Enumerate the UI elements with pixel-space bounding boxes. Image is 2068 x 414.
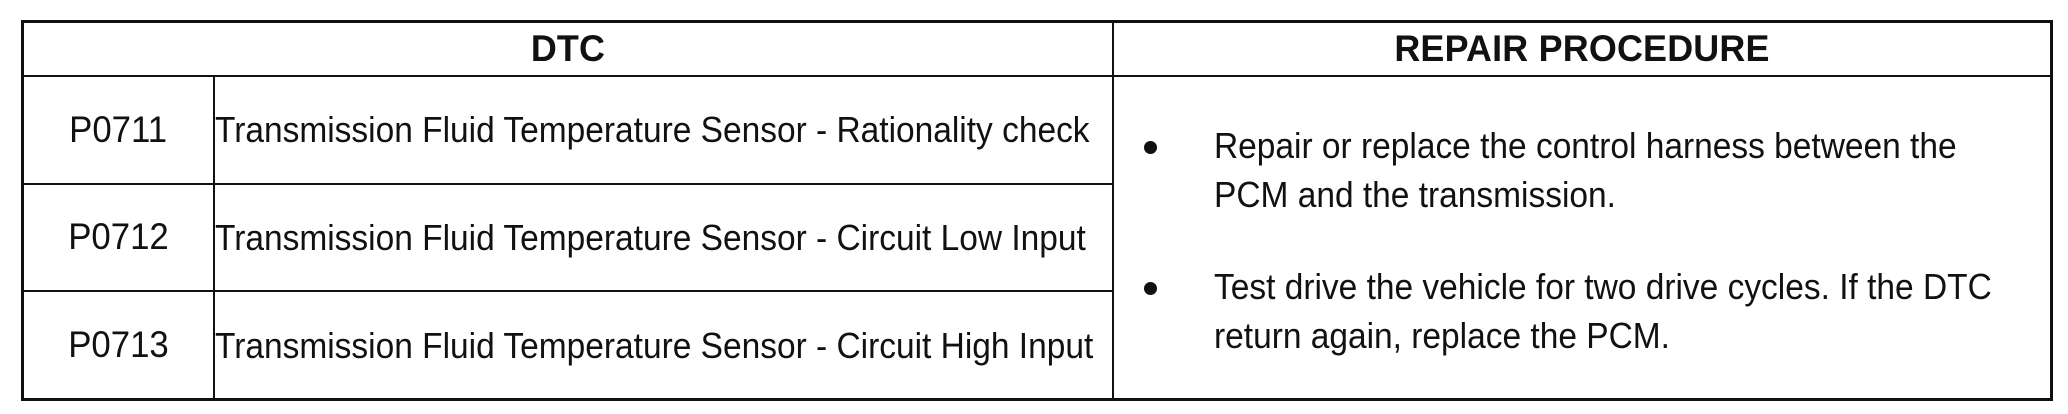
repair-procedure-bullet-list: Repair or replace the control harness be…: [1114, 115, 2050, 360]
dtc-code-p0712: P0712: [68, 216, 169, 258]
list-item: Repair or replace the control harness be…: [1140, 121, 2040, 219]
dtc-description-p0713: Transmission Fluid Temperature Sensor - …: [215, 324, 1094, 366]
dtc-code-cell-p0712: P0712: [22, 182, 215, 293]
dtc-description-cell-p0711: Transmission Fluid Temperature Sensor - …: [213, 75, 1114, 185]
column-header-repair-procedure: REPAIR PROCEDURE: [1112, 21, 2052, 77]
list-item: Test drive the vehicle for two drive cyc…: [1140, 262, 2040, 360]
dtc-repair-table: DTC REPAIR PROCEDURE P0711 Transmission …: [21, 20, 2053, 401]
table-header-row: DTC REPAIR PROCEDURE: [22, 21, 2052, 77]
column-header-dtc: DTC: [22, 21, 1114, 77]
dtc-code-cell-p0713: P0713: [22, 290, 215, 400]
column-header-dtc-label: DTC: [530, 28, 606, 69]
dtc-description-p0712: Transmission Fluid Temperature Sensor - …: [215, 216, 1086, 258]
dtc-code-p0713: P0713: [68, 324, 169, 366]
table-row: P0711 Transmission Fluid Temperature Sen…: [22, 75, 2052, 400]
repair-procedure-bullet-2: Test drive the vehicle for two drive cyc…: [1214, 266, 1992, 356]
dtc-description-p0711: Transmission Fluid Temperature Sensor - …: [215, 109, 1090, 151]
table-row: P0712 Transmission Fluid Temperature Sen…: [22, 182, 2051, 293]
bullet-dot-icon: [1144, 141, 1157, 154]
dtc-code-cell-p0711: P0711: [22, 75, 215, 185]
dtc-description-cell-p0712: Transmission Fluid Temperature Sensor - …: [213, 182, 1114, 293]
repair-procedure-cell: Repair or replace the control harness be…: [1112, 75, 2052, 400]
dtc-description-cell-p0713: Transmission Fluid Temperature Sensor - …: [213, 290, 1114, 400]
dtc-code-p0711: P0711: [69, 108, 168, 150]
table-row: P0713 Transmission Fluid Temperature Sen…: [22, 290, 2051, 400]
column-header-repair-procedure-label: REPAIR PROCEDURE: [1394, 28, 1770, 69]
bullet-dot-icon: [1144, 282, 1157, 295]
repair-procedure-bullet-1: Repair or replace the control harness be…: [1214, 125, 1957, 215]
